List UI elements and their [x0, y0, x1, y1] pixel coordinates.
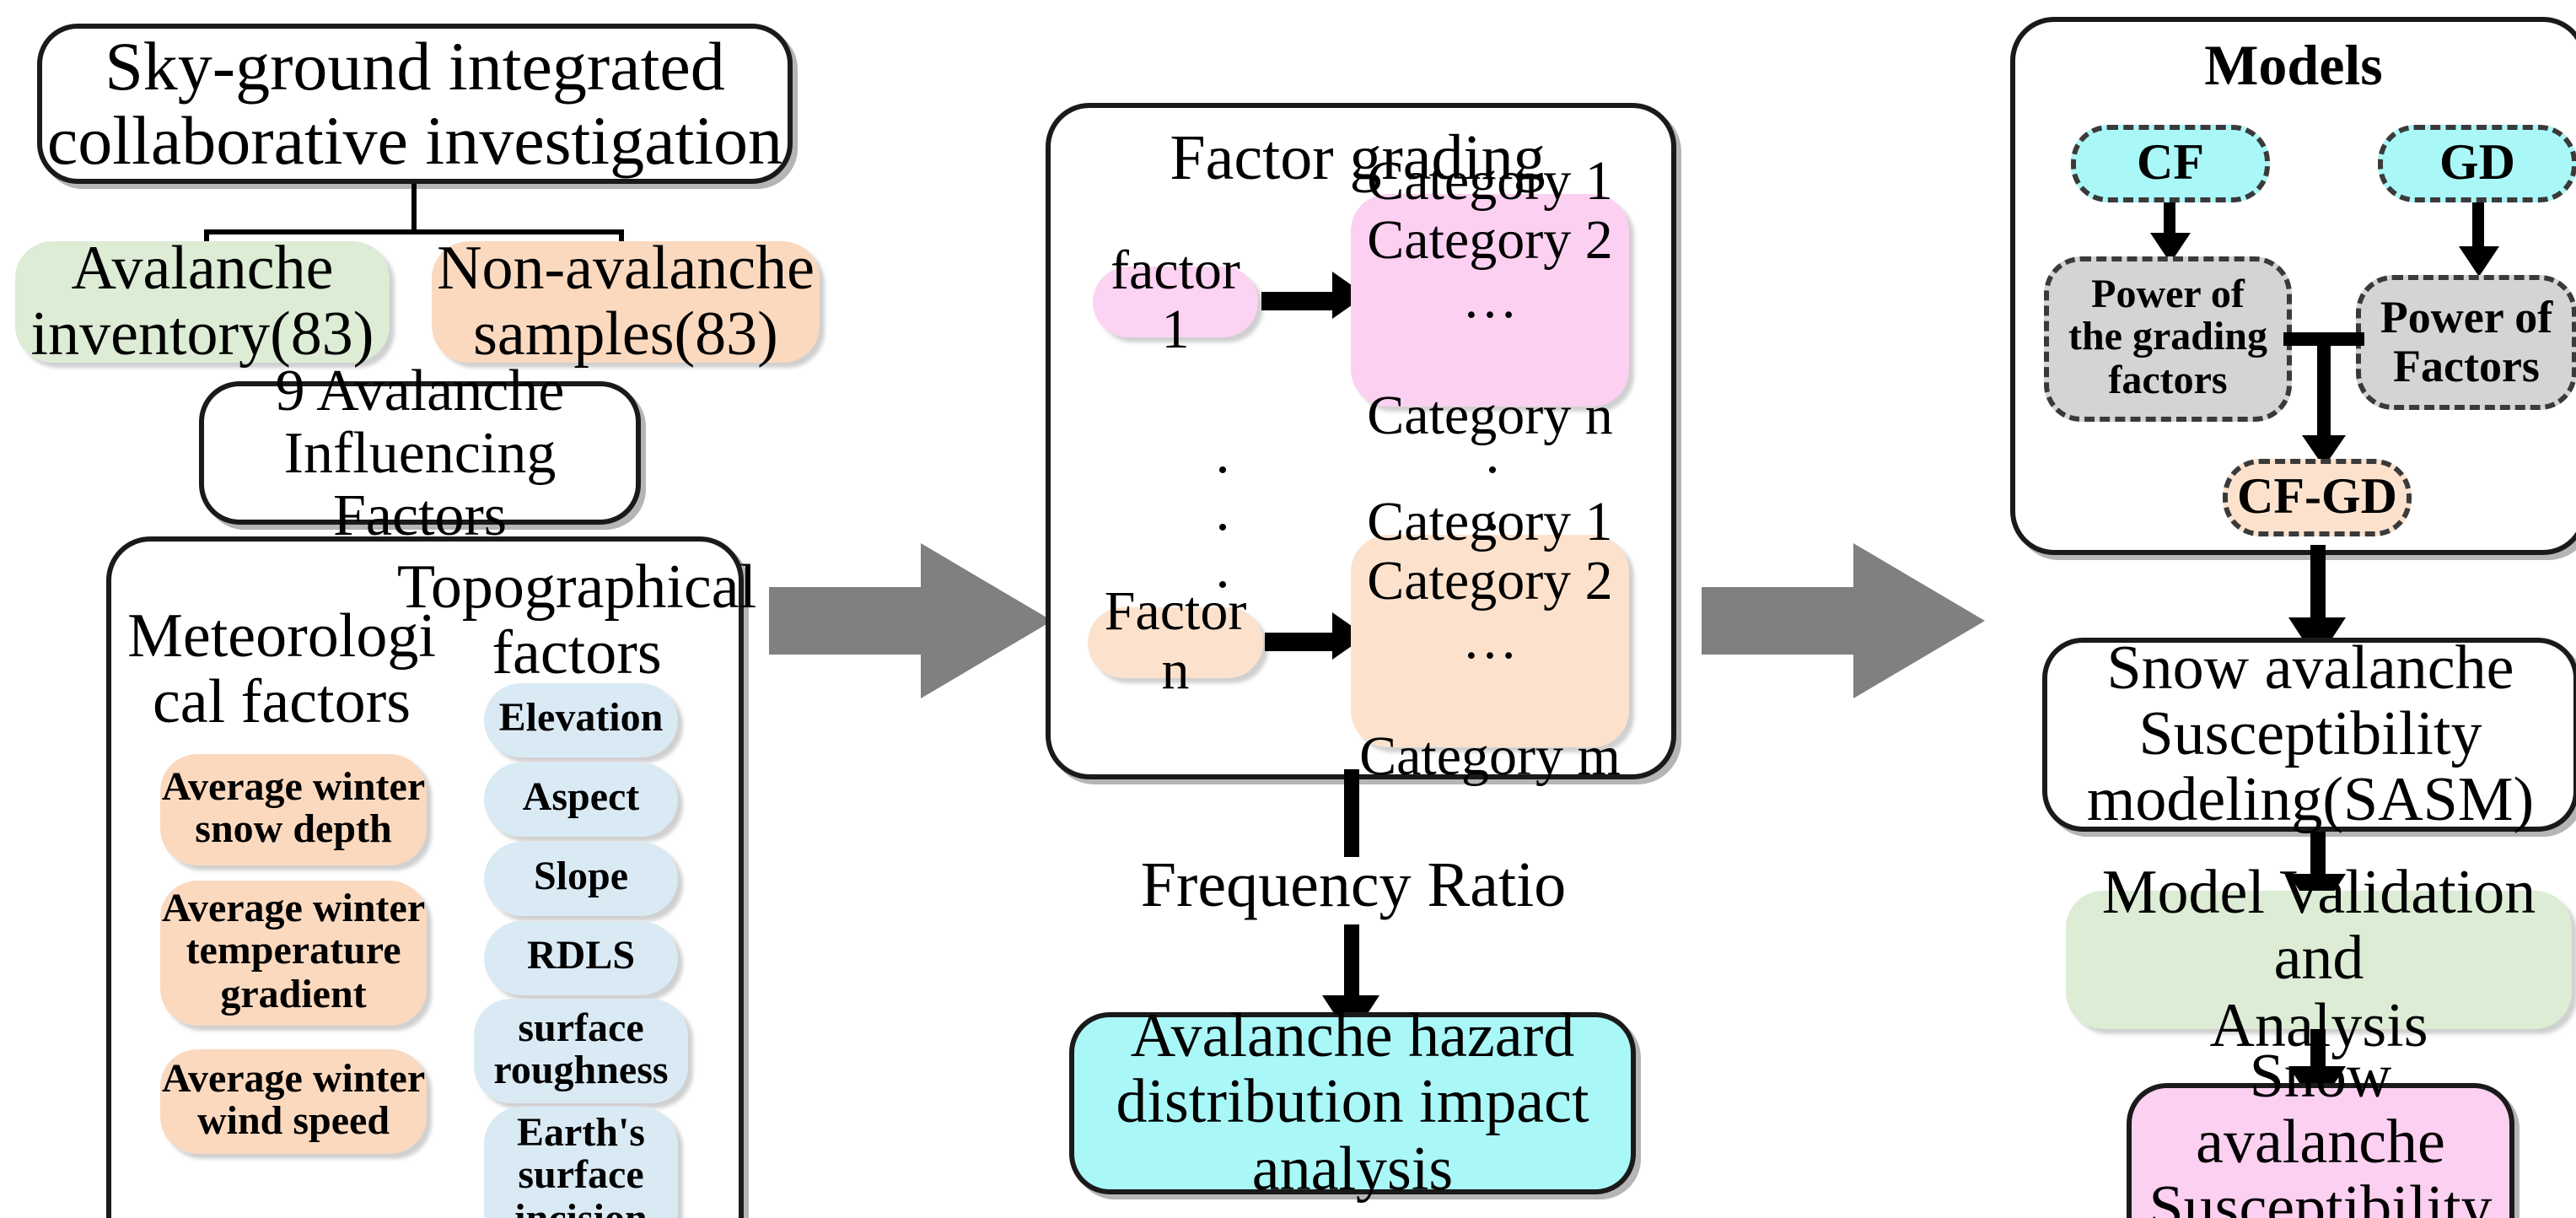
- factor-ellipsis-left: ...: [1215, 423, 1230, 601]
- title-split-bar: [204, 229, 624, 234]
- factor-n-box: Factor n: [1088, 583, 1263, 701]
- sasm-box: Snow avalanche Susceptibility modeling(S…: [2042, 635, 2576, 833]
- topo-factor-aspect: Aspect: [484, 763, 678, 837]
- non-avalanche-samples-box: Non-avalanche samples(83): [432, 235, 820, 368]
- models-to-sasm-line: [2310, 545, 2326, 629]
- topo-factor-slope: Slope: [484, 842, 678, 916]
- frequency-ratio-line-bottom: [1344, 924, 1359, 1005]
- factor-1-categories-box: Category 1 Category 2 … Category n: [1351, 152, 1629, 447]
- meteo-factor-snow-depth: Average winter snow depth: [160, 754, 427, 865]
- stage-arrow-2-icon: [1702, 536, 1988, 705]
- factor-n-categories-box: Category 1 Category 2 … Category m: [1351, 493, 1629, 788]
- topographical-heading: Topographical factors: [396, 552, 757, 688]
- power-of-grading-factors-box: Power of the grading factors: [2044, 256, 2292, 422]
- topo-factor-rdls: RDLS: [484, 921, 678, 995]
- gd-model-box: GD: [2378, 125, 2576, 202]
- stage-arrow-1-icon: [769, 536, 1056, 705]
- frequency-ratio-label: Frequency Ratio: [1140, 849, 1567, 921]
- meteo-factor-temperature-gradient: Average winter temperature gradient: [160, 881, 427, 1026]
- power-of-factors-box: Power of Factors: [2356, 275, 2576, 410]
- susceptibility-map-box: Snow avalanche Susceptibility map: [2127, 1043, 2514, 1218]
- models-heading: Models: [2204, 35, 2383, 98]
- gd-to-power-line: [2472, 202, 2484, 256]
- topo-factor-surface-roughness: surface roughness: [474, 999, 688, 1103]
- cf-gd-box: CF-GD: [2223, 459, 2412, 536]
- topo-factor-elevation: Elevation: [484, 683, 678, 757]
- title-split-stem: [411, 184, 417, 233]
- frequency-ratio-line-top: [1344, 769, 1359, 857]
- topo-factor-earth-surface-incision: Earth's surface incision: [484, 1107, 678, 1218]
- sasm-to-validation-line: [2310, 832, 2326, 886]
- title-box: Sky-ground integrated collaborative inve…: [37, 24, 793, 184]
- factor-n-arrow-line: [1265, 633, 1342, 651]
- avalanche-inventory-box: Avalanche inventory(83): [15, 235, 390, 368]
- cf-model-box: CF: [2071, 125, 2270, 202]
- factor-grading-heading: Factor grading: [1170, 122, 1546, 194]
- meteorological-heading: Meteorologi cal factors: [127, 601, 436, 737]
- influencing-factors-count-box: 9 Avalanche Influencing Factors: [199, 359, 641, 547]
- power-join-stem: [2317, 332, 2331, 445]
- factor-1-box: factor 1: [1093, 242, 1258, 360]
- meteo-factor-wind-speed: Average winter wind speed: [160, 1049, 427, 1154]
- factor-1-arrow-line: [1261, 292, 1342, 310]
- gd-to-power-arrowhead-icon: [2459, 246, 2499, 277]
- hazard-analysis-box: Avalanche hazard distribution impact ana…: [1069, 1004, 1636, 1202]
- model-validation-box: Model Validation and Analysis: [2066, 860, 2572, 1059]
